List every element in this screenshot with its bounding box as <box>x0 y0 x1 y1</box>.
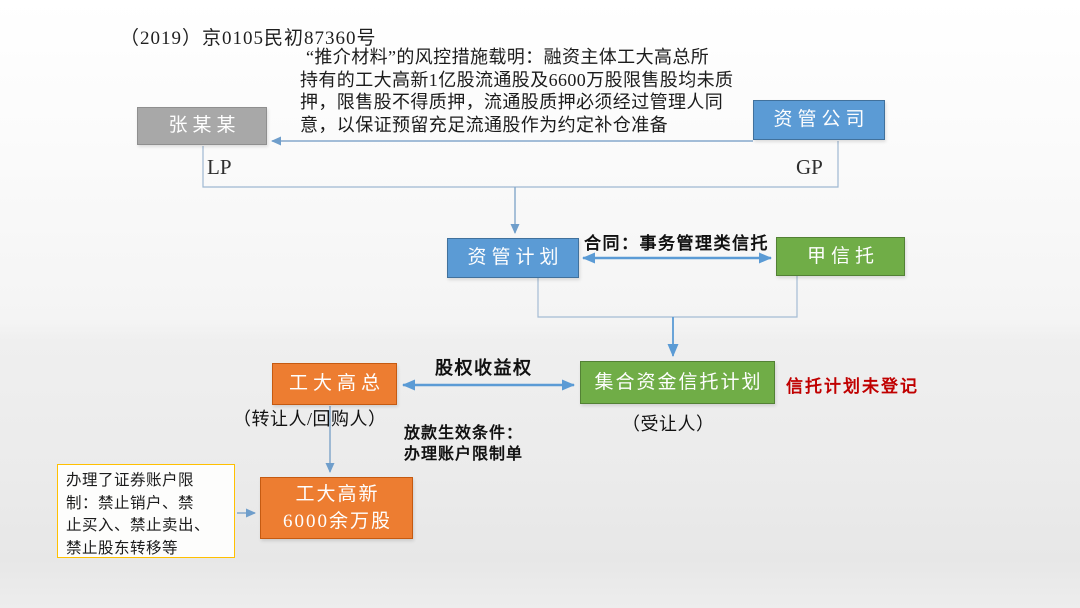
node-gdgx-line2: 6000余万股 <box>282 511 392 532</box>
restriction-line: 制：禁止销户、禁 <box>66 494 195 512</box>
restriction-note-box: 办理了证券账户限 制：禁止销户、禁 止买入、禁止卖出、 禁止股东转移等 <box>57 464 235 558</box>
loan-condition-text: 放款生效条件： 办理账户限制单 <box>404 423 523 465</box>
lp-label: LP <box>207 155 232 179</box>
connector-lp-gp-elbow <box>202 141 839 188</box>
node-gdgz-box: 工大高总 <box>272 363 397 405</box>
node-zhang-box: 张某某 <box>137 107 267 145</box>
equity-income-right-label: 股权收益权 <box>435 358 533 378</box>
restriction-line: 办理了证券账户限 <box>66 472 195 489</box>
node-gdgx-line1: 工大高新 <box>295 484 380 505</box>
transferor-label: （转让人/回购人） <box>233 409 387 429</box>
connector-plan-trust-elbow <box>537 276 798 318</box>
node-gdgx-box: 工大高新 6000余万股 <box>260 477 413 539</box>
risk-note-paragraph: “推介材料”的风控措施载明：融资主体工大高总所 持有的工大高新1亿股流通股及66… <box>300 46 733 136</box>
node-trust-plan-box: 集合资金信托计划 <box>580 361 775 404</box>
contract-label: 合同：事务管理类信托 <box>584 234 769 253</box>
risk-note-line: “推介材料”的风控措施载明：融资主体工大高总所 <box>306 47 710 67</box>
loan-condition-line1: 放款生效条件： <box>404 425 524 442</box>
gp-label: GP <box>796 155 823 179</box>
transferee-label: （受让人） <box>622 414 715 434</box>
risk-note-line: 押，限售股不得质押，流通股质押必须经过管理人同 <box>300 92 724 113</box>
node-jia-trust-box: 甲信托 <box>776 237 905 276</box>
node-zhang-label: 张某某 <box>168 115 241 137</box>
risk-note-line: 持有的工大高新1亿股流通股及6600万股限售股均未质 <box>300 69 734 90</box>
risk-note-line: 意，以保证预留充足流通股作为约定补仓准备 <box>300 114 668 135</box>
node-zg-company-label: 资管公司 <box>773 109 870 131</box>
trust-not-registered-note: 信托计划未登记 <box>786 377 919 396</box>
case-number-text: （2019）京0105民初87360号 <box>120 28 377 49</box>
node-jia-trust-label: 甲信托 <box>806 245 879 267</box>
restriction-line: 禁止股东转移等 <box>66 539 179 557</box>
node-zg-plan-label: 资管计划 <box>467 247 564 269</box>
node-gdgz-label: 工大高总 <box>288 373 385 395</box>
restriction-line: 止买入、禁止卖出、 <box>66 517 211 534</box>
loan-condition-line2: 办理账户限制单 <box>404 446 524 463</box>
node-zg-plan-box: 资管计划 <box>447 238 579 278</box>
node-zg-company-box: 资管公司 <box>753 100 885 140</box>
node-trust-plan-label: 集合资金信托计划 <box>594 371 763 393</box>
